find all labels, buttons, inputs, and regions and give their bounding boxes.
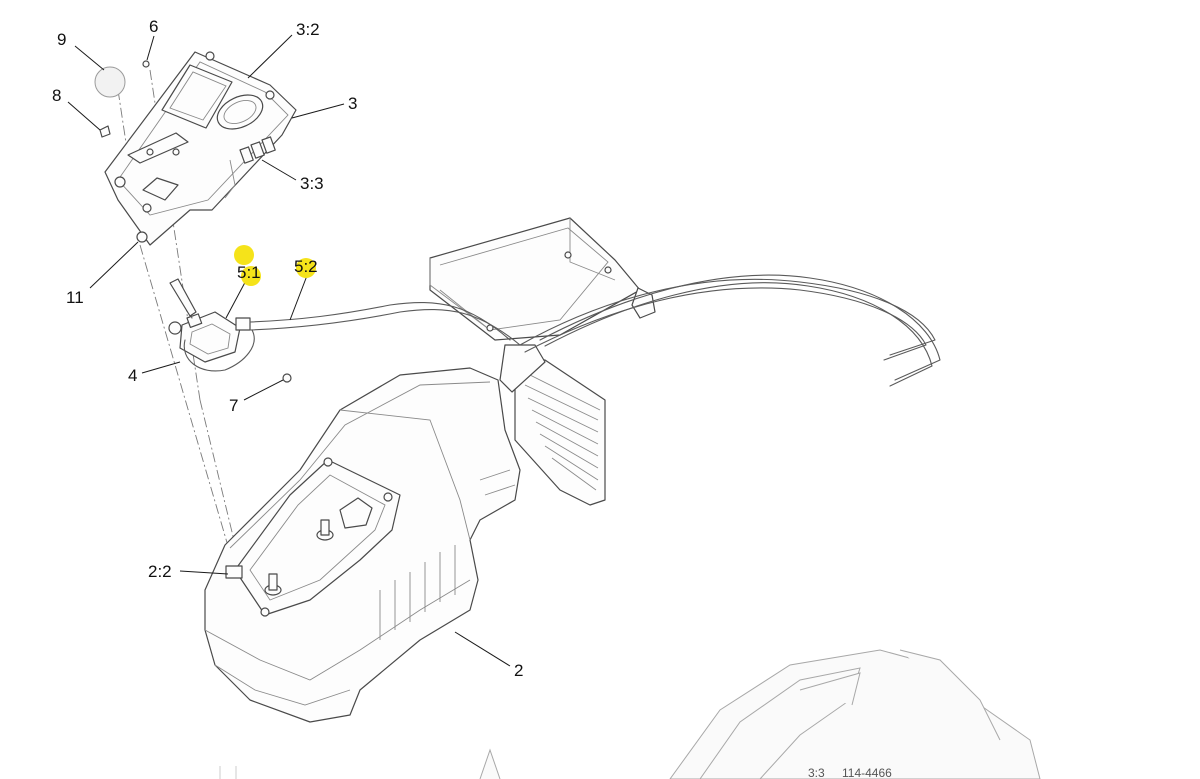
control-panel-part-3	[104, 51, 297, 246]
highlight-dot	[241, 266, 261, 286]
callout-5-2: 5:2	[294, 257, 318, 276]
highlight-dot	[296, 258, 316, 278]
callout-labels: 9 6 3:2 8 3 3:3 11 5:1 5:2 4 7 2:2 2	[52, 17, 523, 680]
knob-9	[94, 66, 126, 98]
bottom-reference: 3:3 114-4466	[808, 766, 892, 779]
hardware	[94, 60, 292, 383]
callout-2-2: 2:2	[148, 562, 172, 581]
callout-2: 2	[514, 661, 523, 680]
switch-bracket-part-4	[168, 274, 941, 387]
lower-right-partial-part	[669, 649, 1041, 779]
nut-7	[282, 373, 292, 383]
callout-9: 9	[57, 30, 66, 49]
screw-8	[99, 125, 111, 138]
bottom-ref-left: 3:3	[808, 766, 825, 779]
housing-part-2	[204, 367, 521, 723]
callout-3: 3	[348, 94, 357, 113]
tray-bracket	[429, 217, 656, 341]
callout-4: 4	[128, 366, 137, 385]
callout-5-1: 5:1	[237, 263, 261, 282]
highlight-dot	[234, 245, 254, 265]
callout-6: 6	[149, 17, 158, 36]
bottom-ref-right: 114-4466	[842, 766, 892, 779]
nut-11	[136, 231, 148, 243]
grille-bracket	[499, 344, 606, 506]
callout-8: 8	[52, 86, 61, 105]
highlight-markers	[234, 245, 316, 286]
bottom-fragment	[219, 748, 501, 779]
callout-3-2: 3:2	[296, 20, 320, 39]
callout-11: 11	[66, 288, 84, 307]
callout-3-3: 3:3	[300, 174, 324, 193]
callout-7: 7	[229, 396, 238, 415]
pin-6	[142, 60, 150, 68]
